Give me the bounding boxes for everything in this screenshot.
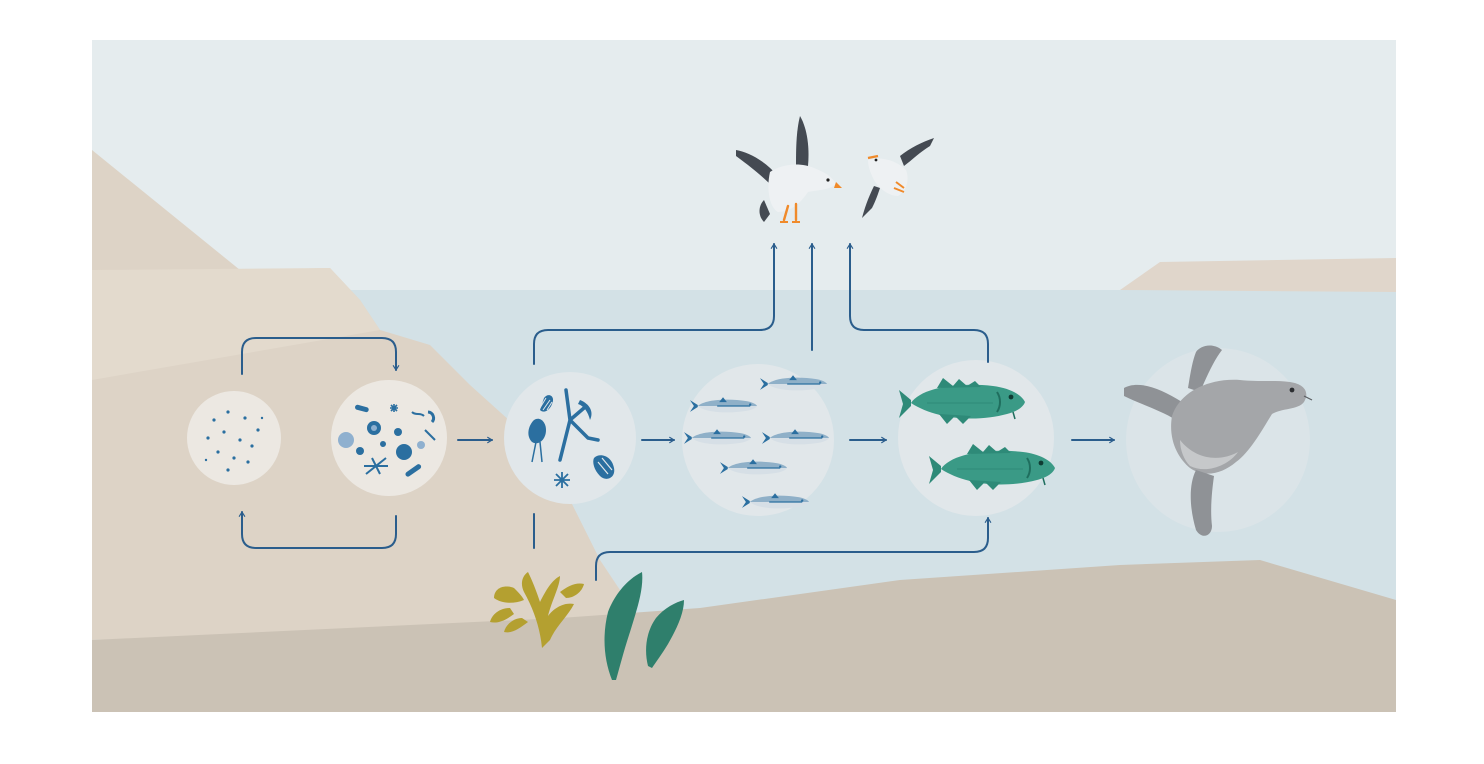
node-phytoplankton <box>331 380 447 496</box>
node-forage-fish <box>682 364 834 516</box>
node-predatory-fish <box>898 360 1055 516</box>
node-nutrients <box>187 391 281 485</box>
zooplankton-circle <box>504 372 636 504</box>
nutrients-circle <box>187 391 281 485</box>
far-shore <box>1120 258 1396 292</box>
node-zooplankton <box>504 372 636 504</box>
